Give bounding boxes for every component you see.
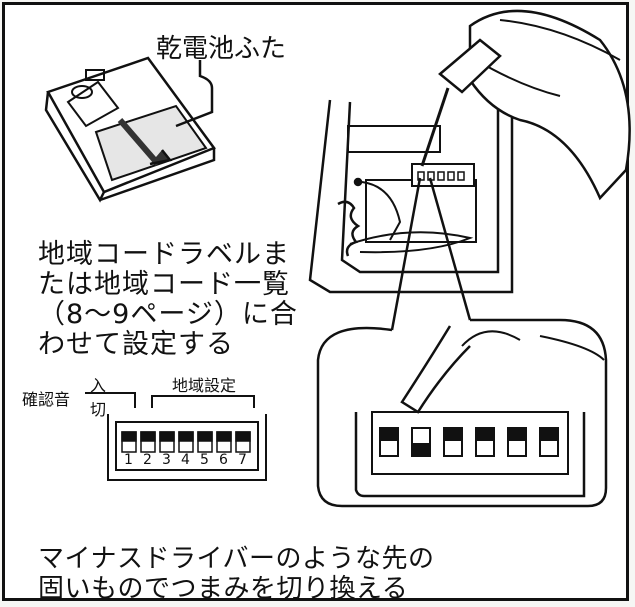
battery-cover-leader [175,60,214,128]
instruction-line-3: （8～9ページ）に合 [38,299,298,330]
on-label: 入 [90,376,107,395]
zoom-callout [316,177,608,508]
region-setting-label: 地域設定 [172,376,237,395]
switch-number: 5 [200,452,209,468]
confirm-tone-label: 確認音 [22,390,71,409]
instruction-line-2: たは地域コード一覧 [38,269,290,300]
dip-switch-small-toggles [121,431,251,453]
instruction-line-4: わせて設定する [38,329,234,360]
off-label: 切 [90,400,107,419]
battery-cover-label: 乾電池ふた [156,34,287,64]
instruction-line-1: 地域コードラベルま [38,239,290,270]
switch-number: 3 [162,452,171,468]
dip-switch-diagram [85,392,267,481]
bottom-instruction-line-1: マイナスドライバーのような先の [38,544,435,574]
switch-number: 7 [238,452,247,468]
switch-number: 2 [143,452,152,468]
device-illustration [308,9,631,294]
switch-number: 1 [124,452,133,468]
switch-number: 6 [219,452,228,468]
remote-control-illustration [44,56,216,203]
zoom-switches [379,427,559,457]
switch-number: 4 [181,452,190,468]
bottom-instruction-line-2: 固いものでつまみを切り換える [38,574,409,604]
